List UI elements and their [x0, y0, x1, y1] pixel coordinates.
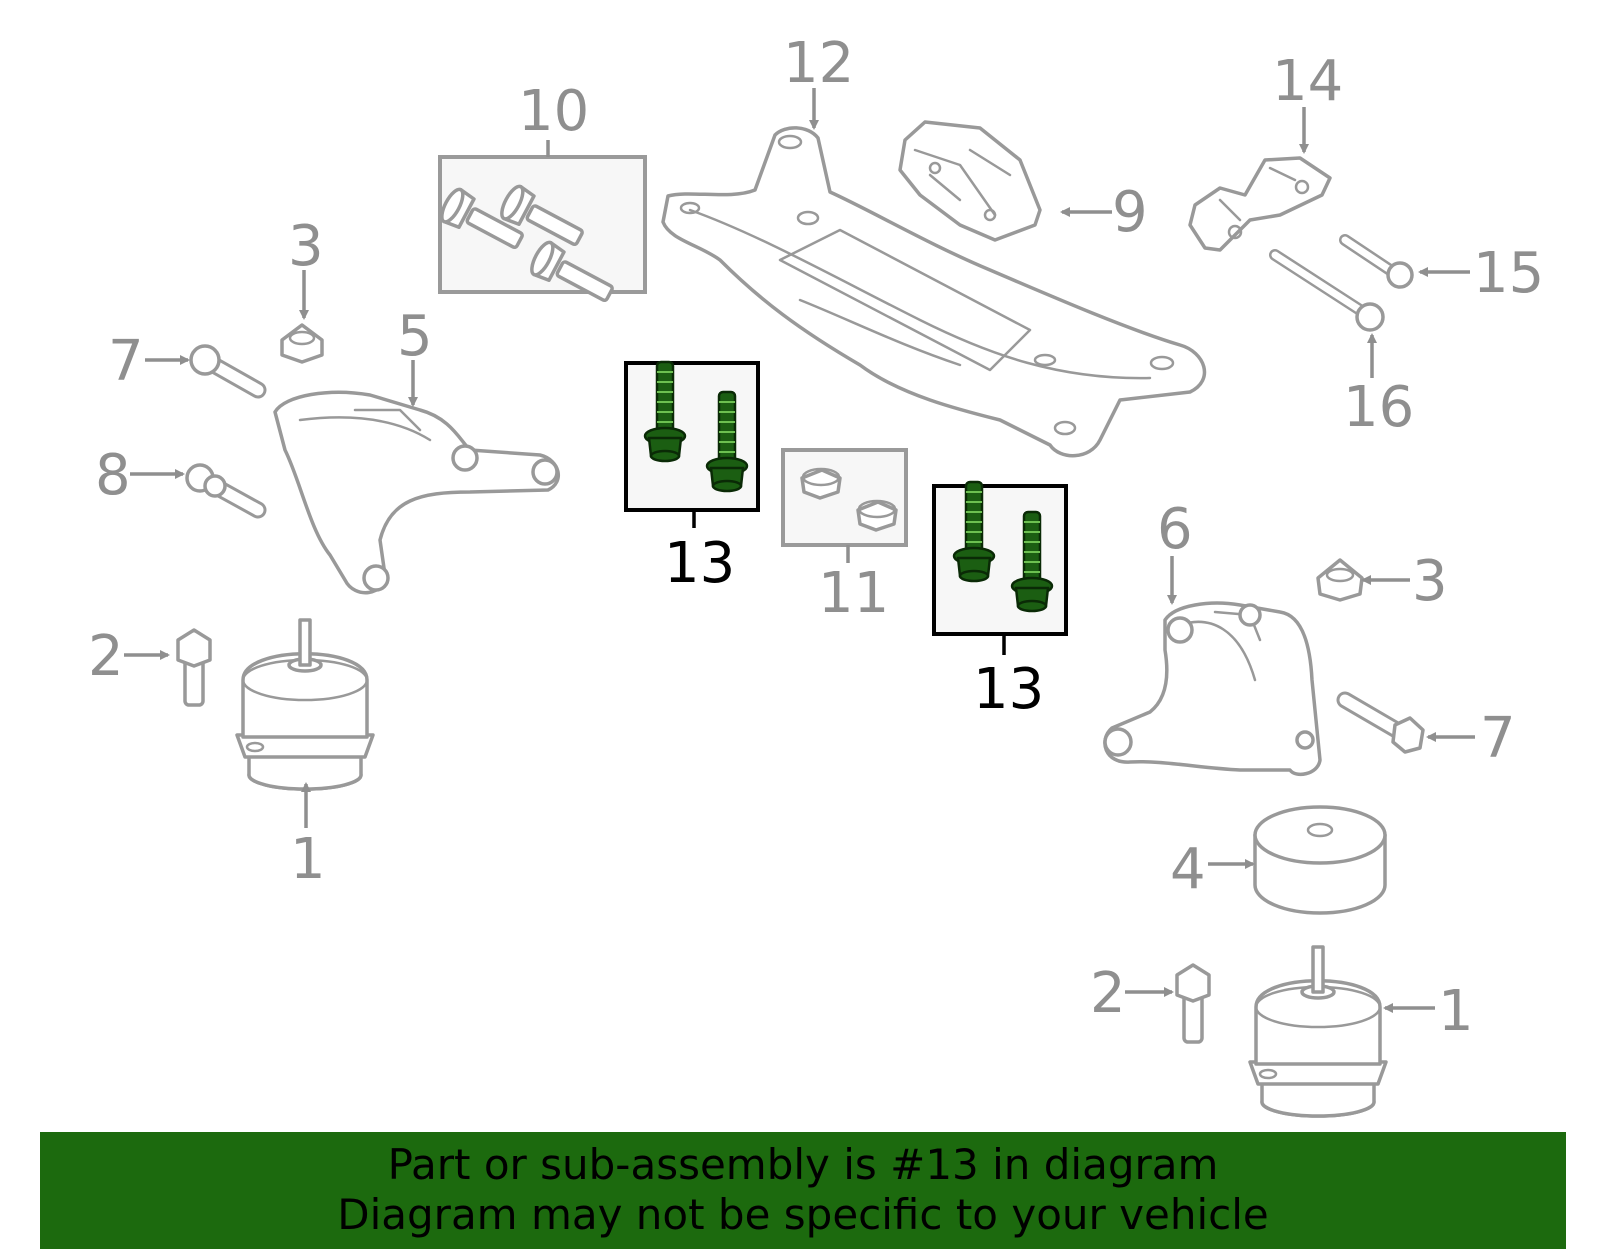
bolt-15	[1339, 234, 1414, 289]
callout-1-left: 1	[290, 827, 326, 892]
bolt-7-left	[189, 344, 267, 399]
callout-9: 9	[1112, 180, 1148, 245]
kit-box-13b	[932, 484, 1068, 636]
callout-12: 12	[783, 31, 854, 96]
callout-10: 10	[518, 79, 589, 144]
bracket-6	[1103, 601, 1322, 777]
engine-mount-left	[235, 618, 375, 791]
kit-11-nuts	[800, 467, 898, 532]
subframe	[661, 126, 1207, 458]
bracket-5	[273, 390, 560, 595]
callout-3-left: 3	[288, 214, 324, 279]
banner-line-2: Diagram may not be specific to your vehi…	[337, 1190, 1269, 1239]
nut-3-right	[1316, 558, 1364, 602]
bushing-4	[1253, 805, 1387, 915]
bolt-2-right	[1175, 963, 1211, 1044]
callout-15: 15	[1473, 241, 1544, 306]
callout-2-left: 2	[88, 624, 124, 689]
callout-13-left: 13	[664, 531, 735, 596]
callout-3-right: 3	[1412, 549, 1448, 614]
engine-mount-right	[1248, 945, 1388, 1118]
callout-7-left: 7	[108, 329, 144, 394]
kit-box-11	[781, 448, 908, 547]
callout-4: 4	[1170, 837, 1206, 902]
info-banner: Part or sub-assembly is #13 in diagram D…	[40, 1132, 1566, 1249]
bolt-16	[1269, 249, 1385, 332]
callout-8: 8	[95, 443, 131, 508]
callout-6: 6	[1157, 497, 1193, 562]
callout-7-right: 7	[1480, 706, 1516, 771]
bracket-14	[1188, 156, 1332, 252]
bolt-2-left	[176, 628, 212, 707]
callout-5: 5	[397, 304, 433, 369]
callout-11: 11	[818, 561, 889, 626]
bolt-8	[185, 463, 267, 519]
callout-14: 14	[1272, 49, 1343, 114]
callout-2-right: 2	[1090, 961, 1126, 1026]
callout-16: 16	[1343, 375, 1414, 440]
callout-13-right: 13	[973, 657, 1044, 722]
leader-lines	[124, 88, 1475, 1013]
banner-line-1: Part or sub-assembly is #13 in diagram	[387, 1140, 1219, 1189]
bracket-9	[898, 120, 1042, 242]
nut-3-left	[280, 323, 324, 364]
callout-1-right: 1	[1438, 979, 1474, 1044]
bolt-7-right	[1336, 691, 1425, 754]
